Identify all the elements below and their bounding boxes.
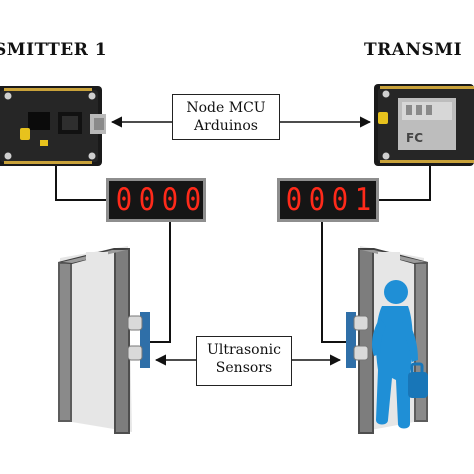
sensors-label: Sensors [215,360,273,376]
right-nodemcu-board-icon: FC [374,84,474,166]
svg-text:FC: FC [406,131,423,145]
left-nodemcu-board-icon [0,86,106,166]
node-mcu-label: Node MCU [186,100,266,116]
right-digit-2: 0 [308,182,325,218]
left-digit-4: 0 [184,182,201,218]
transmitter-1-title: SMITTER 1 [0,40,108,60]
left-digit-2: 0 [138,182,155,218]
left-ultrasonic-sensor-icon [127,312,150,368]
arduinos-label: Arduinos [194,118,258,134]
left-display-digits: 0 0 0 0 [110,180,206,220]
right-counter-display [277,178,379,222]
left-metal-detector-gate-icon [58,246,132,434]
left-digit-3: 0 [161,182,178,218]
ultrasonic-sensors-callout: Ultrasonic Sensors [196,336,292,386]
node-mcu-callout: Node MCU Arduinos [172,94,280,140]
person-walking-icon [372,280,428,429]
left-digit-1: 0 [115,182,132,218]
right-display-digits: 0 0 0 1 [280,180,376,220]
ultrasonic-label: Ultrasonic [207,342,281,358]
left-counter-display [106,178,206,222]
right-ultrasonic-sensor-icon [346,312,369,368]
transmitter-2-title: TRANSMI [364,40,463,60]
right-digit-3: 0 [331,182,348,218]
right-digit-1: 0 [285,182,302,218]
right-digit-4: 1 [354,182,371,218]
